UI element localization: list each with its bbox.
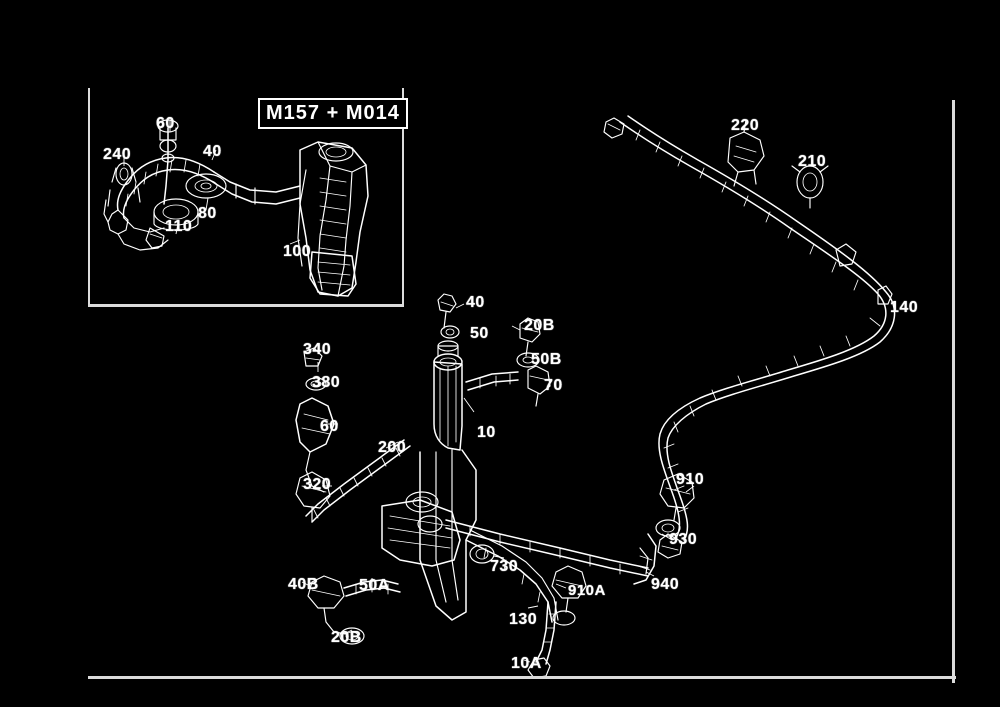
lower-left-parts — [301, 575, 401, 645]
callout-130: 130 — [509, 611, 538, 628]
callout-100: 100 — [283, 243, 312, 260]
inset-bottom-rule — [88, 304, 404, 307]
page-bottom-rule — [88, 676, 956, 679]
callout-60: 60 — [156, 115, 175, 132]
inset-left-rule — [88, 88, 90, 306]
callout-50b: 50B — [531, 351, 562, 368]
callout-940: 940 — [651, 576, 680, 593]
callout-70: 70 — [544, 377, 563, 394]
page-right-rule — [952, 100, 955, 683]
callout-40: 40 — [203, 143, 222, 160]
inset-title-label: M157 + M014 — [258, 98, 408, 129]
callout-20b: 20B — [331, 629, 362, 646]
callout-340: 340 — [303, 341, 332, 358]
callout-910: 910 — [676, 471, 705, 488]
callout-210: 210 — [798, 153, 827, 170]
callout-140: 140 — [890, 299, 919, 316]
callout-220: 220 — [731, 117, 760, 134]
callout-50a: 50A — [359, 577, 390, 594]
callout-930: 930 — [669, 531, 698, 548]
callout-40: 40 — [466, 294, 485, 311]
callout-10: 10 — [477, 424, 496, 441]
callout-20b: 20B — [524, 317, 555, 334]
callout-910a: 910A — [568, 582, 606, 599]
inset-artwork — [103, 119, 369, 297]
inset-right-rule — [402, 88, 404, 306]
callout-730: 730 — [490, 558, 519, 575]
upper-mid-parts — [437, 293, 551, 407]
callout-80: 80 — [198, 205, 217, 222]
callout-60: 60 — [320, 418, 339, 435]
callout-40b: 40B — [288, 576, 319, 593]
hose-assembly — [603, 115, 896, 559]
right-parts — [633, 473, 695, 585]
callout-240: 240 — [103, 146, 132, 163]
callout-200: 200 — [378, 439, 407, 456]
left-parts — [295, 347, 399, 523]
callout-110: 110 — [165, 218, 193, 235]
callout-10a: 10A — [511, 655, 542, 672]
callout-380: 380 — [312, 374, 341, 391]
callout-50: 50 — [470, 325, 489, 342]
master-cylinder-assembly — [305, 340, 649, 623]
callout-320: 320 — [303, 476, 332, 493]
